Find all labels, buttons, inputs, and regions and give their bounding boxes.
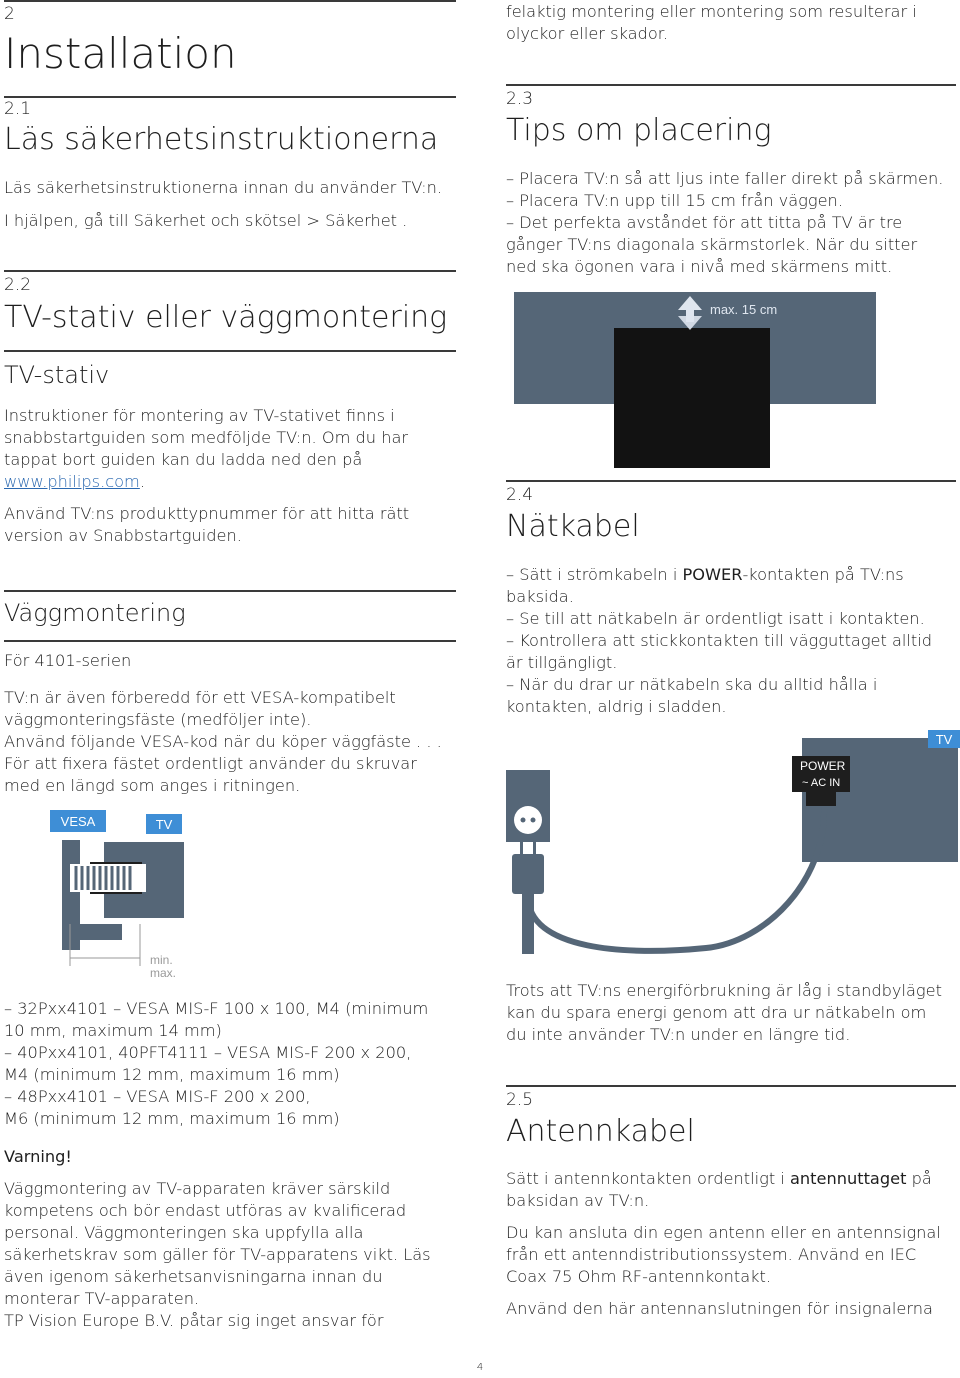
chapter-title: Installation (4, 29, 237, 78)
section-number-2-1: 2.1 (4, 99, 32, 119)
tv-screen (614, 328, 770, 468)
section-number-2-2: 2.2 (4, 275, 32, 295)
section-rule (506, 480, 956, 482)
warning-text: Väggmontering av TV-apparaten kräver sär… (4, 1179, 431, 1330)
safety-line-2: I hjälpen, gå till Säkerhet och skötsel … (4, 211, 408, 230)
placement-diagram: max. 15 cm (514, 292, 876, 468)
max-label: max. (150, 966, 176, 980)
vesa-badge-label: VESA (61, 814, 96, 829)
continued-text: felaktig montering eller montering som r… (506, 2, 917, 43)
section-number-2-4: 2.4 (506, 485, 534, 505)
series-label: För 4101-serien (4, 651, 132, 670)
antenna-term: antennuttaget (789, 1169, 907, 1188)
subsection-rule (4, 640, 456, 642)
power-diagram: TV POWER ~ AC IN (506, 730, 960, 954)
tv-badge (146, 814, 182, 834)
help-path: Säkerhet och skötsel > Säkerhet (133, 211, 398, 230)
distance-label: max. 15 cm (710, 302, 777, 317)
section-title-2-1: Läs säkerhetsinstruktionerna (4, 122, 439, 157)
antenna-text: Sätt i antennkontakten ordentligt i ante… (506, 1169, 941, 1318)
section-title-2-3: Tips om placering (506, 113, 772, 148)
standby-text: Trots att TV:ns energiförbrukning är låg… (506, 981, 942, 1044)
chapter-number: 2 (4, 4, 15, 24)
subsection-title-wall: Väggmontering (4, 599, 186, 627)
philips-link[interactable]: www.philips.com (4, 472, 140, 491)
warning-title: Varning! (4, 1147, 72, 1166)
vesa-badge (50, 810, 106, 832)
tv-badge-label: TV (156, 817, 173, 832)
stand-text: Instruktioner för montering av TV-stativ… (4, 406, 410, 545)
acin-port-label: ~ AC IN (802, 777, 840, 789)
distance-arrow-icon (678, 296, 702, 330)
placement-tips: – Placera TV:n så att ljus inte faller d… (506, 169, 944, 276)
subsection-rule (4, 350, 456, 352)
section-title-2-4: Nätkabel (506, 509, 640, 544)
vesa-list: – 32Pxx4101 – VESA MIS-F 100 x 100, M4 (… (4, 999, 429, 1128)
plug-icon (512, 836, 544, 954)
min-label: min. (150, 953, 173, 967)
tv-badge (928, 730, 960, 748)
section-number-2-3: 2.3 (506, 89, 534, 109)
section-rule (4, 270, 456, 272)
section-number-2-5: 2.5 (506, 1090, 534, 1110)
vesa-diagram: VESA TV min. max. (50, 810, 184, 980)
power-port (792, 756, 850, 792)
safety-line-1: Läs säkerhetsinstruktionerna innan du an… (4, 178, 442, 197)
page-number: 4 (476, 1362, 484, 1373)
power-port-label: POWER (800, 759, 846, 773)
tv-badge-label: TV (936, 732, 953, 747)
power-term: POWER (682, 565, 743, 584)
section-rule (4, 96, 456, 98)
safety-text: Läs säkerhetsinstruktionerna innan du an… (4, 177, 456, 232)
section-rule (506, 1085, 956, 1087)
power-text: – Sätt i strömkabeln i POWER-kontakten p… (506, 565, 933, 716)
section-rule (506, 84, 956, 86)
subsection-rule (4, 590, 456, 592)
section-title-2-5: Antennkabel (506, 1114, 695, 1149)
socket-icon (514, 806, 542, 834)
chapter-rule (4, 0, 456, 2)
power-cable (525, 807, 828, 954)
section-title-2-2: TV-stativ eller väggmontering (4, 300, 448, 335)
subsection-title-stand: TV-stativ (4, 361, 110, 389)
wall-text: TV:n är även förberedd för ett VESA-komp… (4, 688, 442, 795)
